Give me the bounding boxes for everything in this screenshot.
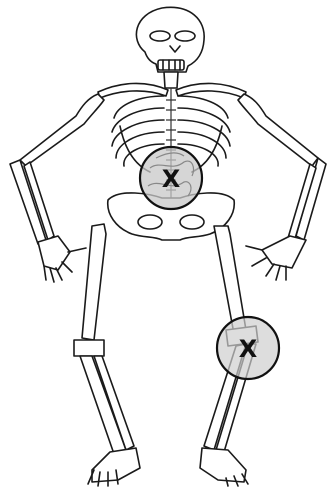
thighs	[82, 224, 246, 340]
skull	[136, 7, 204, 72]
knee-marker-label: X	[239, 335, 258, 363]
hands	[38, 236, 306, 282]
feet	[88, 448, 248, 486]
abdomen-marker-label: X	[162, 165, 181, 193]
abdomen-marker: X	[140, 147, 202, 209]
knee-marker: X	[217, 317, 279, 379]
